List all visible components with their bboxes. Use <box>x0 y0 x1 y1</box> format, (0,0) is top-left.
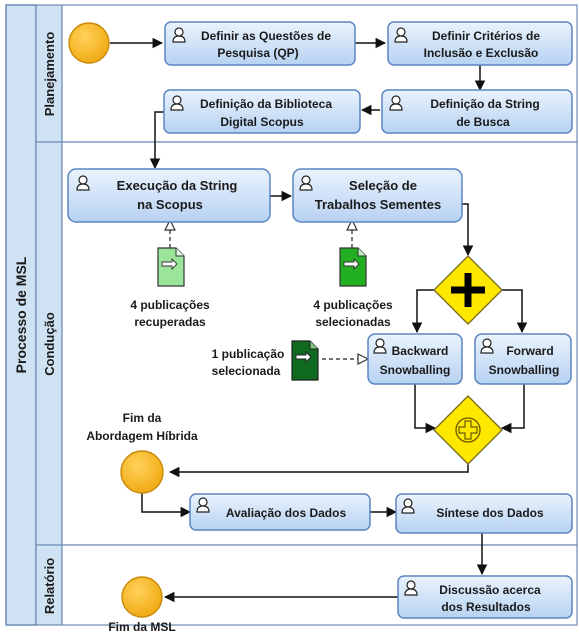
event-label-fim-msl: Fim da MSL <box>108 620 175 633</box>
event-label-fim-hibrida: Fim da Abordagem Híbrida <box>86 411 198 443</box>
data-label-line-2: selecionadas <box>315 315 391 329</box>
task-label-line-1: Forward <box>506 344 553 358</box>
task-label-line-2: Inclusão e Exclusão <box>424 46 539 60</box>
user-task-icon <box>401 498 415 514</box>
task-label-line-2: Snowballing <box>489 363 560 377</box>
start-event[interactable] <box>68 22 110 64</box>
task-label: Avaliação dos Dados <box>226 506 347 520</box>
user-task-icon <box>170 95 184 111</box>
lane-header-relatorio <box>35 544 63 626</box>
user-task-icon <box>299 175 313 191</box>
data-object-recuperadas[interactable]: 4 publicações recuperadas <box>130 247 210 329</box>
task-definicao-string[interactable]: Definição da String de Busca <box>381 89 573 134</box>
task-selecao-sementes[interactable]: Seleção de Trabalhos Sementes <box>292 168 463 223</box>
task-label-line-1: Definição da Biblioteca <box>200 97 332 111</box>
task-label-line-2: dos Resultados <box>441 600 531 614</box>
task-label-line-2: na Scopus <box>137 197 203 212</box>
task-label-line-1: Backward <box>392 344 449 358</box>
flow-selecao-to-gateway <box>462 203 474 257</box>
task-definicao-biblioteca[interactable]: Definição da Biblioteca Digital Scopus <box>163 89 361 134</box>
flow-backward-to-join <box>414 383 437 434</box>
user-task-icon <box>172 27 186 43</box>
flow-fim-hibrida-to-avaliacao <box>141 486 192 518</box>
data-object-uma-selecionada[interactable]: 1 publicação selecionada <box>212 340 319 381</box>
task-label-line-1: Definir Critérios de <box>432 29 540 43</box>
flow-forward-to-join <box>500 383 525 434</box>
plus-gateway-icon <box>451 273 485 307</box>
flow-biblioteca-to-execucao <box>149 111 164 170</box>
document-icon <box>157 247 185 287</box>
user-task-icon <box>373 338 387 354</box>
user-task-icon <box>389 95 403 111</box>
user-task-icon <box>404 580 418 596</box>
document-icon <box>291 340 319 381</box>
task-label-line-2: Snowballing <box>380 363 451 377</box>
task-label: Síntese dos Dados <box>436 506 544 520</box>
fim-hibrida-line-1: Fim da <box>123 411 162 425</box>
pool-header <box>5 4 37 626</box>
task-execucao-string[interactable]: Execução da String na Scopus <box>67 168 271 223</box>
data-label-line-1: 4 publicações <box>313 298 393 312</box>
lane-header-planejamento <box>35 4 63 143</box>
task-label-line-1: Definir as Questões de <box>201 29 331 43</box>
task-backward-snowballing[interactable]: Backward Snowballing <box>367 333 463 385</box>
data-object-selecionadas[interactable]: 4 publicações selecionadas <box>313 247 393 329</box>
document-icon <box>339 247 367 287</box>
task-discussao-resultados[interactable]: Discussão acerca dos Resultados <box>397 575 573 619</box>
task-forward-snowballing[interactable]: Forward Snowballing <box>474 333 572 385</box>
end-event-msl[interactable] <box>121 576 163 618</box>
flow-gateway-to-forward <box>502 289 528 334</box>
end-event-abordagem-hibrida[interactable] <box>120 450 164 494</box>
user-task-icon <box>394 27 408 43</box>
sequence-flows <box>110 37 528 603</box>
task-label-line-2: Pesquisa (QP) <box>217 46 298 60</box>
task-definir-criterios[interactable]: Definir Critérios de Inclusão e Exclusão <box>387 21 573 66</box>
parallel-join-gateway[interactable] <box>433 395 503 465</box>
user-task-icon <box>76 175 90 191</box>
task-label-line-2: de Busca <box>456 115 510 129</box>
flow-gateway-to-backward <box>411 289 435 334</box>
associations <box>170 220 368 359</box>
pool-title: Processo de MSL <box>13 256 29 373</box>
lane-label-relatorio: Relatório <box>42 558 57 614</box>
task-label-line-1: Definição da String <box>430 97 539 111</box>
user-task-icon <box>196 497 210 513</box>
task-definir-questoes[interactable]: Definir as Questões de Pesquisa (QP) <box>164 21 356 66</box>
task-label-line-1: Discussão acerca <box>439 583 541 597</box>
lane-label-planejamento: Planejamento <box>42 32 57 117</box>
lane-label-conducao: Condução <box>42 312 57 376</box>
data-label-line-1: 4 publicações <box>130 298 210 312</box>
fim-hibrida-line-2: Abordagem Híbrida <box>86 429 198 443</box>
data-label-line-2: selecionada <box>212 364 281 378</box>
data-label-line-2: recuperadas <box>134 315 206 329</box>
data-label-line-1: 1 publicação <box>212 347 285 361</box>
user-task-icon <box>480 338 494 354</box>
task-label-line-2: Digital Scopus <box>220 115 304 129</box>
task-label-line-1: Seleção de <box>349 178 417 193</box>
task-sintese-dados[interactable]: Síntese dos Dados <box>395 493 573 534</box>
add-gateway-icon <box>455 417 481 443</box>
parallel-split-gateway[interactable] <box>433 255 503 325</box>
task-label-line-2: Trabalhos Sementes <box>315 197 441 212</box>
task-label-line-1: Execução da String <box>117 178 238 193</box>
task-avaliacao-dados[interactable]: Avaliação dos Dados <box>189 493 371 531</box>
